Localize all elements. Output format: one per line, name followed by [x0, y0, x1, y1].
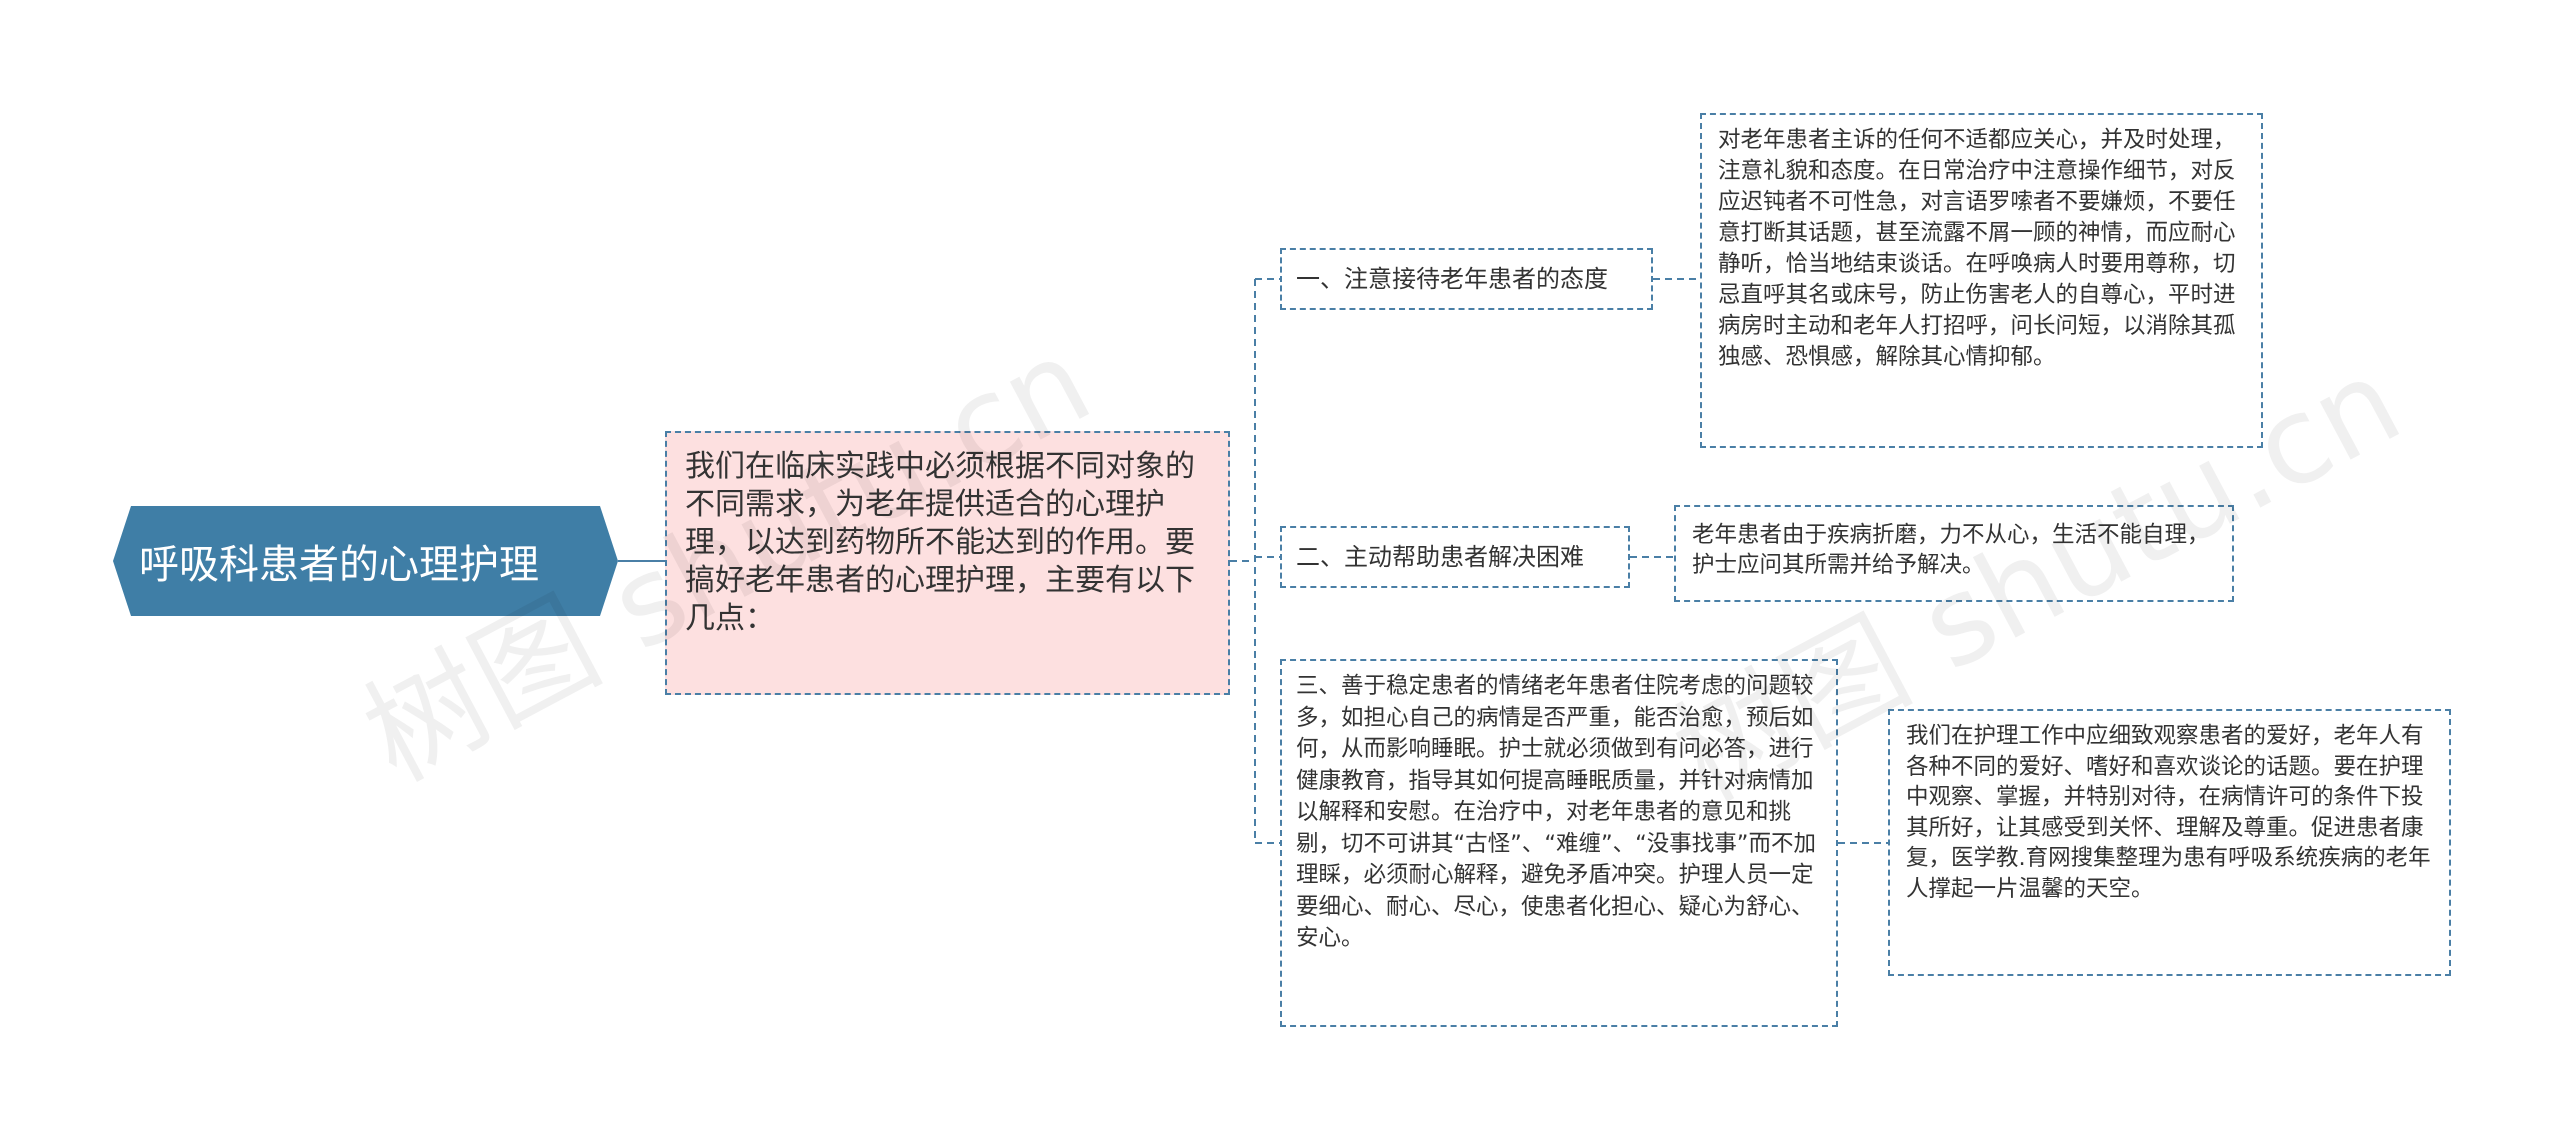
root-topic-label: 呼吸科患者的心理护理	[139, 542, 539, 588]
detail-attitude[interactable]: 对老年患者主诉的任何不适都应关心，并及时处理，注意礼貌和态度。在日常治疗中注意操…	[1700, 113, 2263, 448]
main-topic-text: 我们在临床实践中必须根据不同对象的不同需求，为老年提供适合的心理护理，以达到药物…	[685, 449, 1195, 636]
detail-hobbies-text: 我们在护理工作中应细致观察患者的爱好，老年人有各种不同的爱好、嗜好和喜欢谈论的话…	[1906, 723, 2431, 902]
branch-attitude-label: 一、注意接待老年患者的态度	[1296, 265, 1608, 293]
detail-help-solve-text: 老年患者由于疾病折磨，力不从心，生活不能自理，护士应问其所需并给予解决。	[1692, 522, 2210, 578]
detail-hobbies[interactable]: 我们在护理工作中应细致观察患者的爱好，老年人有各种不同的爱好、嗜好和喜欢谈论的话…	[1888, 709, 2451, 976]
branch-stabilize-emotion-label: 三、善于稳定患者的情绪老年患者住院考虑的问题较多，如担心自己的病情是否严重，能否…	[1296, 673, 1816, 951]
connector-main-branches	[1230, 278, 1280, 844]
root-topic[interactable]: 呼吸科患者的心理护理	[113, 506, 618, 616]
main-topic[interactable]: 我们在临床实践中必须根据不同对象的不同需求，为老年提供适合的心理护理，以达到药物…	[665, 431, 1230, 695]
branch-help-solve-label: 二、主动帮助患者解决困难	[1296, 543, 1584, 571]
detail-help-solve[interactable]: 老年患者由于疾病折磨，力不从心，生活不能自理，护士应问其所需并给予解决。	[1674, 505, 2234, 602]
branch-attitude[interactable]: 一、注意接待老年患者的态度	[1280, 248, 1653, 310]
detail-attitude-text: 对老年患者主诉的任何不适都应关心，并及时处理，注意礼貌和态度。在日常治疗中注意操…	[1718, 127, 2236, 370]
branch-stabilize-emotion[interactable]: 三、善于稳定患者的情绪老年患者住院考虑的问题较多，如担心自己的病情是否严重，能否…	[1280, 659, 1838, 1027]
branch-help-solve[interactable]: 二、主动帮助患者解决困难	[1280, 526, 1630, 588]
